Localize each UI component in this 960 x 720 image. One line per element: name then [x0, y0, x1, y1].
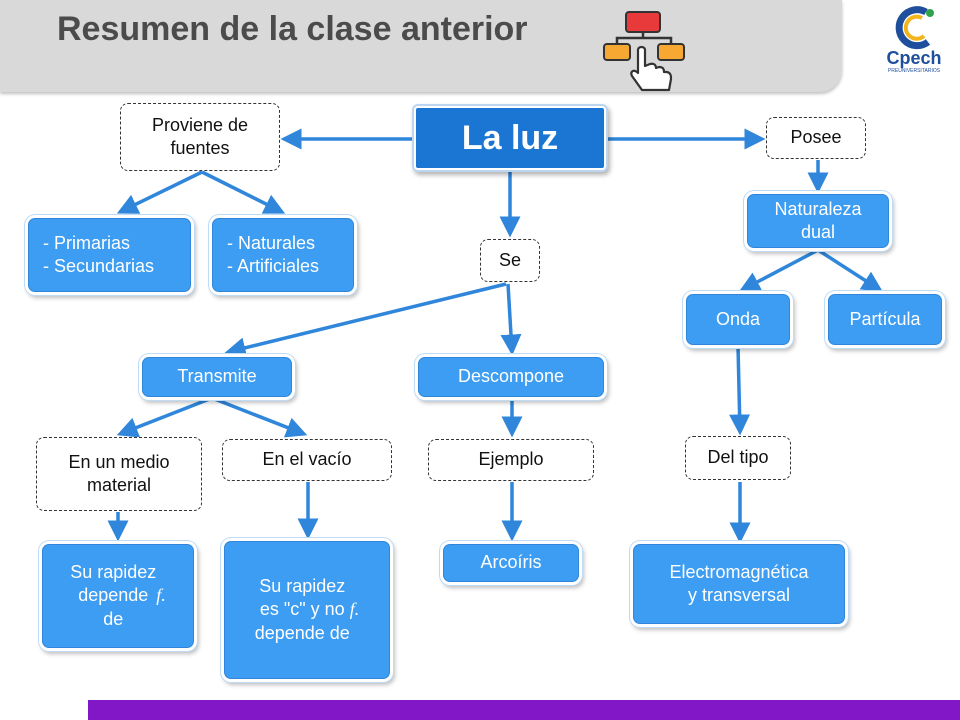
f-symbol: f. — [156, 585, 166, 606]
hand-click-diagram-icon — [603, 11, 685, 92]
node-del-tipo: Del tipo — [685, 436, 791, 480]
arrow-se-transmite — [224, 282, 507, 359]
rapidez-material-text: Su rapidez depende de — [70, 561, 157, 629]
arrow-onda-deltipo — [729, 345, 751, 436]
node-vacio: En el vacío — [222, 439, 392, 481]
node-la-luz: La luz — [414, 106, 606, 170]
node-medio-material: En un medio material — [36, 437, 202, 511]
node-arcoiris: Arcoíris — [443, 544, 579, 582]
node-electromagnetica: Electromagnética y transversal — [633, 544, 845, 624]
logo-name: Cpech — [886, 48, 942, 68]
cpech-logo-icon — [895, 6, 934, 50]
arrow-se-descompone — [500, 283, 522, 356]
arrow-proviene-naturales — [201, 170, 286, 214]
f-symbol: f. — [349, 599, 360, 620]
node-rapidez-material: Su rapidez depende de f. — [42, 544, 194, 648]
node-posee: Posee — [766, 117, 866, 159]
node-proviene: Proviene de fuentes — [120, 103, 280, 171]
page-title: Resumen de la clase anterior — [57, 10, 528, 48]
arrow-naturaleza-onda — [738, 248, 819, 292]
logo-subtitle: PREUNIVERSITARIOS — [887, 68, 941, 74]
rapidez-vacio-text: Su rapidez es "c" y no depende de — [254, 575, 350, 643]
arrow-transmite-medio — [116, 396, 213, 438]
arrow-proviene-primarias — [116, 170, 203, 214]
node-naturaleza-dual: Naturaleza dual — [747, 194, 889, 248]
bottom-bar — [88, 700, 960, 720]
arrow-naturaleza-particula — [817, 248, 883, 292]
node-se: Se — [480, 239, 540, 282]
title-bar — [0, 0, 842, 92]
node-onda: Onda — [686, 294, 790, 345]
node-descompone: Descompone — [418, 357, 604, 397]
node-transmite: Transmite — [142, 357, 292, 397]
node-primarias: - Primarias - Secundarias — [28, 218, 191, 292]
node-naturales: - Naturales - Artificiales — [212, 218, 354, 292]
cpech-logo: Cpech PREUNIVERSITARIOS — [878, 4, 950, 76]
node-rapidez-vacio: Su rapidez es "c" y no depende de f. — [224, 541, 390, 679]
node-ejemplo: Ejemplo — [428, 439, 594, 481]
arrow-transmite-vacio — [211, 396, 308, 438]
node-particula: Partícula — [828, 294, 942, 345]
